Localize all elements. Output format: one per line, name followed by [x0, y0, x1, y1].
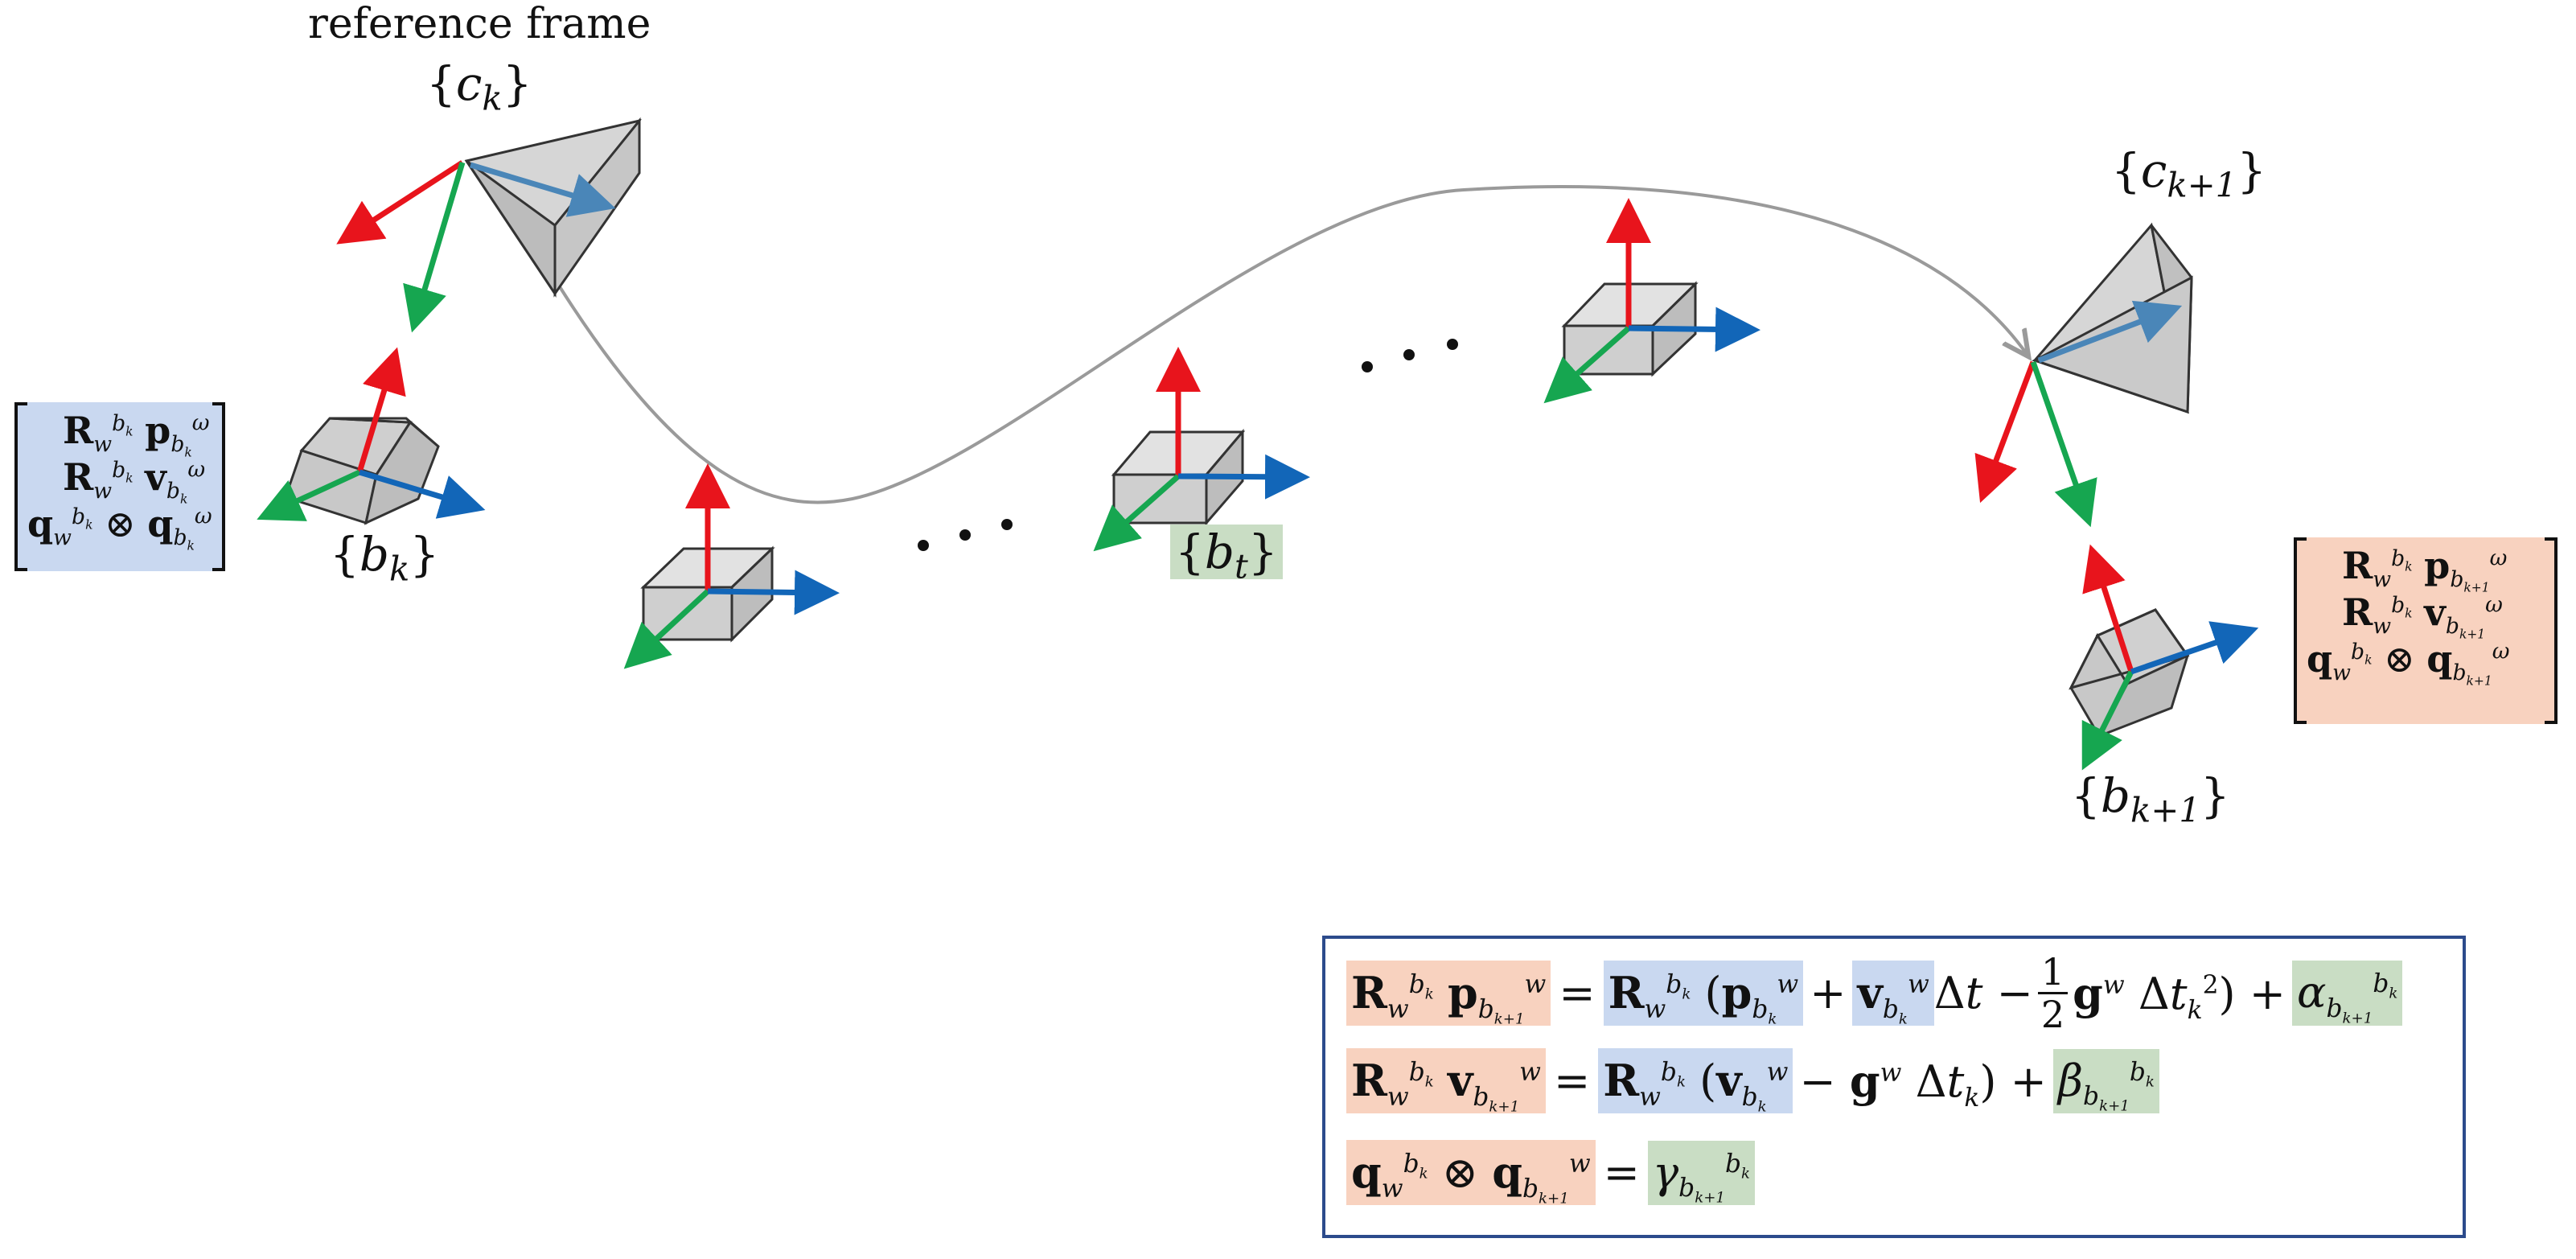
bt-y-axis: [1093, 474, 1181, 552]
imu-4: [1543, 198, 1760, 404]
state-right-row1: Rwbk pbk+1ω: [2342, 544, 2508, 595]
state-vector-right: Rwbk pbk+1ω Rwbk vbk+1ω qwbk ⊗ qbk+1ω: [2294, 537, 2558, 724]
trajectory-curve: [557, 185, 2027, 504]
state-right-row3: qwbk ⊗ qbk+1ω: [2307, 637, 2510, 689]
state-left-row1: Rwbk pbkω: [63, 409, 210, 460]
state-left-row3: qwbk ⊗ qbkω: [27, 502, 212, 553]
state-left-row2: Rwbk vbkω: [63, 455, 206, 507]
bk-x-axis: [356, 347, 406, 474]
imu2-y-axis: [623, 589, 710, 669]
ck-label: {ck}: [426, 56, 532, 118]
imu2-z-axis: [707, 570, 840, 615]
state-vector-left: Rwbk pbkω Rwbk vbkω qwbk ⊗ qbkω: [14, 402, 225, 571]
ck1-z-axis: [2037, 300, 2183, 364]
camera-ck: [336, 117, 642, 333]
bt-z-axis: [1177, 454, 1310, 500]
bk-y-axis: [257, 469, 361, 521]
camera-frustum-icon: [2032, 222, 2193, 414]
ck1-label: {ck+1}: [2111, 143, 2267, 205]
imu4-z-axis: [1628, 307, 1760, 352]
bk1-x-axis: [2082, 544, 2134, 673]
ellipsis-dots-1: [918, 519, 1013, 551]
imu4-y-axis: [1543, 326, 1631, 404]
reference-frame-label: reference frame: [308, 0, 651, 48]
state-right-row2: Rwbk vbk+1ω: [2342, 590, 2503, 642]
ck1-x-axis: [1974, 360, 2036, 504]
bk1-label: {bk+1}: [2071, 768, 2230, 830]
imu-2: [623, 463, 840, 669]
bk1-z-axis: [2130, 621, 2259, 675]
ck-y-axis: [403, 162, 466, 333]
bt-label: {bt}: [1170, 525, 1283, 583]
bk-z-axis: [358, 469, 486, 519]
imu-bt: [1093, 347, 1310, 552]
ck-z-axis: [469, 162, 616, 217]
imu-bk: [257, 347, 486, 525]
ellipsis-dots-2: [1362, 339, 1458, 372]
imu-bk1: [2069, 544, 2259, 771]
ck-x-axis: [336, 160, 464, 245]
ck1-y-axis: [2030, 360, 2097, 528]
camera-ck1: [1974, 222, 2193, 528]
equation-gamma: qwbk ⊗ qbk+1w = γbk+1bk: [1346, 1140, 1756, 1206]
bk1-y-axis: [2081, 670, 2134, 771]
camera-frustum-icon: [464, 117, 642, 298]
bk-label: {bk}: [330, 527, 440, 589]
equation-beta: Rwbk vbk+1w = Rwbk (vbkw − gw Δtk) + βbk…: [1346, 1048, 2159, 1114]
